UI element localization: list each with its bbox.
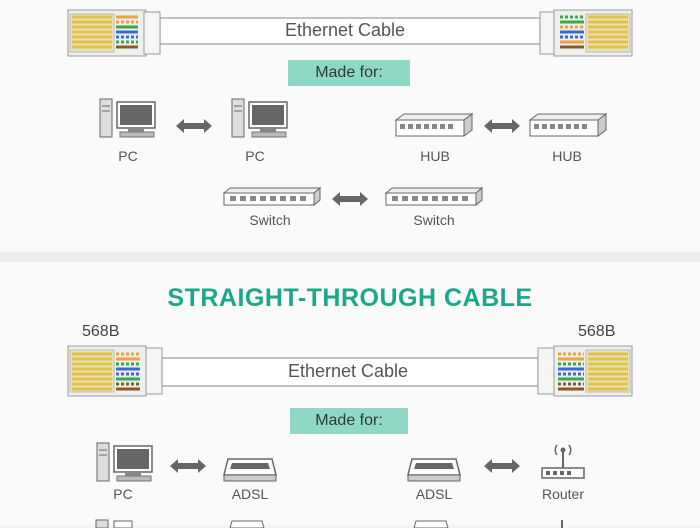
double-arrow-icon: [484, 119, 520, 133]
pc-icon: [231, 98, 288, 138]
device-label: ADSL: [231, 486, 269, 502]
adsl-modem-icon: [229, 520, 265, 528]
device-label: Router: [541, 486, 585, 502]
device-label: HUB: [420, 148, 450, 164]
device-label: PC: [118, 148, 138, 164]
pc-icon: [95, 519, 133, 528]
hub-icon: [528, 113, 608, 137]
rj45-connector-left: [67, 9, 161, 57]
pc-icon: [96, 442, 153, 482]
router-icon: [541, 444, 585, 479]
adsl-modem-icon: [413, 520, 449, 528]
double-arrow-icon: [332, 192, 368, 206]
device-label: HUB: [552, 148, 582, 164]
device-label: PC: [245, 148, 265, 164]
switch-icon: [222, 186, 322, 207]
cable-label: Ethernet Cable: [284, 20, 406, 40]
made-for-badge: Made for:: [288, 60, 410, 86]
made-for-badge: Made for:: [290, 408, 408, 434]
double-arrow-icon: [176, 119, 212, 133]
ethernet-cable-diagram: [67, 345, 633, 397]
adsl-modem-icon: [223, 458, 277, 482]
device-label: Switch: [413, 212, 455, 228]
cable-label: Ethernet Cable: [287, 361, 409, 381]
device-label: PC: [113, 486, 133, 502]
double-arrow-icon: [484, 459, 520, 473]
double-arrow-icon: [170, 459, 206, 473]
switch-icon: [384, 186, 484, 207]
ethernet-cable-diagram: [67, 9, 633, 57]
rj45-connector-right: [537, 345, 633, 397]
hub-icon: [394, 113, 474, 137]
standard-label-left: 568B: [82, 323, 120, 340]
rj45-connector-right: [539, 9, 633, 57]
router-icon: [561, 520, 563, 528]
adsl-modem-icon: [407, 458, 461, 482]
section-divider: [0, 252, 700, 262]
rj45-connector-left: [67, 345, 163, 397]
standard-label-right: 568B: [578, 323, 616, 340]
device-label: Switch: [249, 212, 291, 228]
section-title: STRAIGHT-THROUGH CABLE: [167, 284, 533, 312]
device-label: ADSL: [415, 486, 453, 502]
pc-icon: [99, 98, 156, 138]
